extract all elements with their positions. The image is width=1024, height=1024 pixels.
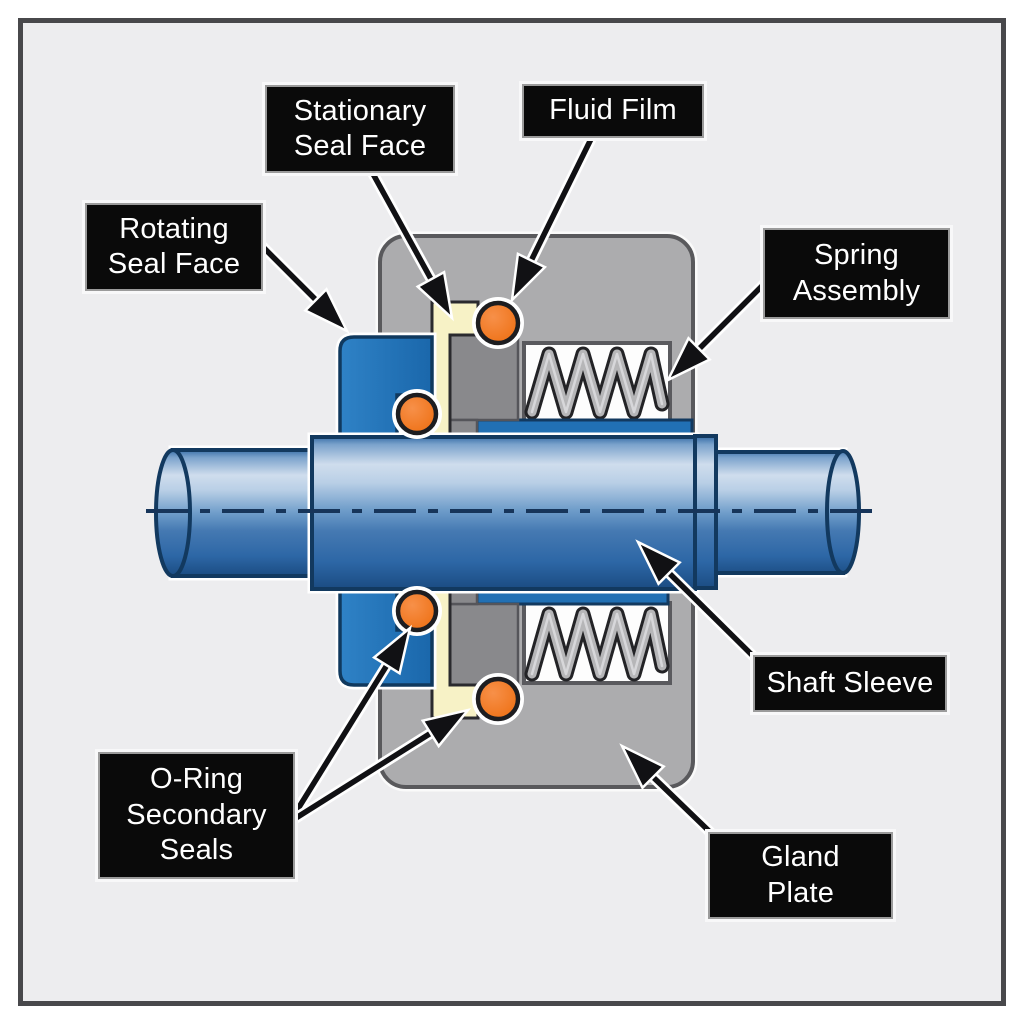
- label-rotating-seal-face: Rotating Seal Face: [85, 203, 263, 291]
- arrow-spring-assembly: [665, 279, 769, 383]
- label-text: Shaft Sleeve: [766, 666, 934, 699]
- o-ring-bottom: [472, 673, 524, 725]
- arrow-shaft-sleeve: [635, 539, 758, 661]
- label-fluid-film: Fluid Film: [522, 84, 704, 138]
- label-text: Fluid Film: [549, 94, 677, 127]
- label-text: Seal Face: [293, 130, 427, 162]
- arrow-stationary-seal-face: [366, 166, 454, 322]
- arrow-fluid-film: [510, 131, 598, 304]
- label-text: Plate: [766, 876, 835, 909]
- label-text: Assembly: [792, 274, 921, 307]
- arrow-o-ring-upper: [290, 624, 413, 818]
- o-ring-upper-mid: [392, 389, 442, 439]
- seal-holder-bottom: [448, 587, 520, 692]
- o-ring-lower-mid: [392, 586, 442, 636]
- label-text: Rotating: [119, 212, 229, 245]
- label-text: Secondary: [126, 798, 267, 831]
- spring-top: [524, 346, 670, 420]
- arrow-rotating-seal-face: [257, 241, 350, 334]
- label-text: O-Ring: [149, 763, 244, 796]
- label-spring-assembly: Spring Assembly: [763, 228, 950, 319]
- label-text: Spring: [813, 239, 900, 272]
- o-ring-top: [472, 297, 524, 349]
- label-o-ring-secondary-seals: O-Ring Secondary Seals: [98, 752, 295, 879]
- label-gland-plate: Gland Plate: [708, 832, 893, 919]
- label-stationary-seal-face: Stationary Seal Face: [265, 85, 455, 173]
- arrow-o-ring-lower: [290, 707, 472, 824]
- label-text: Stationary: [293, 94, 427, 127]
- label-text: Seal Face: [107, 248, 241, 280]
- label-text: Gland: [761, 841, 840, 874]
- spring-bottom: [524, 606, 670, 682]
- arrow-gland-plate: [619, 743, 716, 838]
- label-text: Seals: [159, 834, 234, 867]
- label-shaft-sleeve: Shaft Sleeve: [753, 655, 947, 712]
